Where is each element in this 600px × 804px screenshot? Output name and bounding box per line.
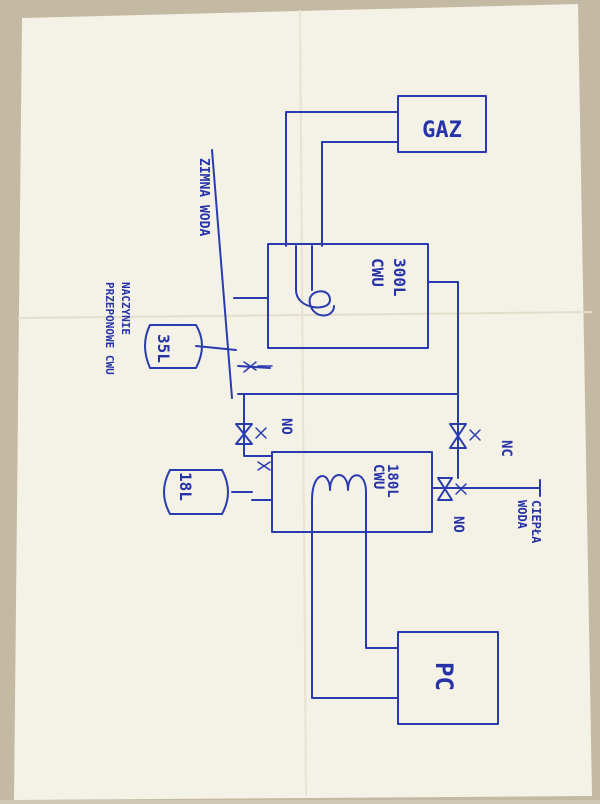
tank-300l (267, 243, 429, 349)
valve-no-top (235, 423, 253, 445)
valve-nc-label: NC (498, 440, 514, 457)
gas-pipe-inner (321, 141, 399, 247)
gas-pipe-outer (285, 111, 399, 247)
heat-pump-label: PC (430, 662, 458, 691)
paper-fold (299, 9, 307, 797)
gas-boiler-box (397, 95, 487, 153)
tank-300l-name: CWU (368, 258, 387, 287)
coil-feed (295, 245, 313, 291)
valve-no-bottom-actuator (455, 483, 467, 495)
expansion-vessel-18l (163, 469, 229, 515)
expansion-vessel-35l (144, 324, 203, 369)
pc-loop-outer (311, 519, 399, 699)
heat-pump-box (397, 631, 499, 725)
valve-nc (449, 423, 467, 449)
valve-no-top-label: NO (278, 418, 294, 435)
valve-no-bottom-label: NO (450, 516, 466, 533)
vessel-35l-pipe (195, 345, 237, 351)
cold-water-pipe (211, 149, 233, 399)
tank-180l-name: CWU (370, 464, 386, 489)
tank-180l-coil (311, 474, 367, 521)
cold-water-label: ZIMNA WODA (196, 158, 211, 236)
valve-nc-actuator (469, 429, 481, 441)
check-valve-35l (243, 361, 273, 373)
hot-water-label-1: CIEPŁA (529, 500, 543, 544)
pc-loop-inner (365, 519, 399, 649)
tank-300l-coil (295, 289, 335, 317)
valve-no-top-actuator (255, 427, 267, 439)
check-valve-18l (257, 461, 271, 471)
valve-no-bottom (437, 477, 453, 501)
vessel-35l-label: 35L (154, 334, 173, 363)
pipe-to-180l-top (243, 447, 273, 457)
tank-180l (271, 451, 433, 533)
vessel-18l-label: 18L (176, 472, 195, 501)
tank-180l-volume: 180L (384, 464, 400, 498)
pipe-300l-out (427, 281, 459, 395)
vessel-note-line2: PRZEPONOWE CWU (103, 282, 116, 375)
vessel-note-line1: NACZYNIE (119, 282, 132, 335)
tank-300l-volume: 300L (390, 258, 409, 297)
gas-label: GAZ (422, 118, 462, 143)
cold-to-vessel (237, 365, 271, 369)
hot-water-label-2: WODA (515, 500, 529, 530)
paper-fold (17, 311, 593, 319)
